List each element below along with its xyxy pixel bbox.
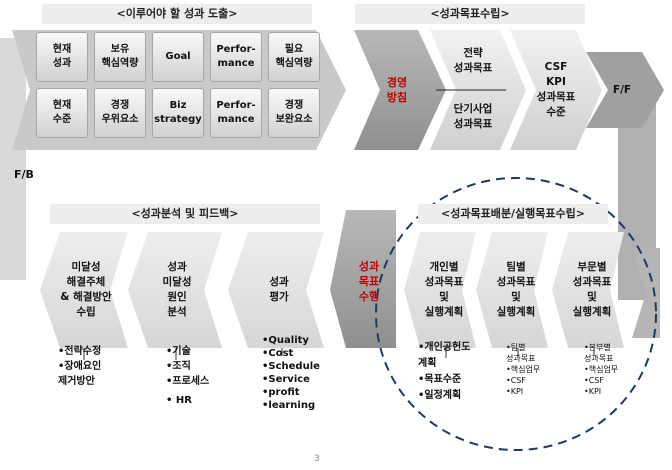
department-chevron	[552, 232, 624, 348]
grid-cell-current-level: 현재 수준	[36, 88, 88, 138]
feedforward-connector	[618, 90, 656, 300]
unmet-chevron	[40, 232, 128, 348]
team-chevron	[476, 232, 548, 348]
list-item: •Quality	[262, 335, 309, 346]
list-item: •핵심업무	[506, 365, 541, 374]
cause-chevron	[128, 232, 222, 348]
list-item: •전략수정	[58, 346, 102, 357]
team-label: 팀별 성과목표 및 실행계획	[496, 261, 536, 318]
dashed-highlight-ellipse	[375, 177, 657, 451]
evaluation-label: 성과 평가	[269, 276, 289, 303]
grid-cell-biz-strategy: Biz strategy	[152, 88, 204, 138]
list-item: •KPI	[584, 387, 602, 396]
header-analysis-feedback: <성과분석 및 피드백>	[50, 204, 320, 224]
grid-cell-goal: Goal	[152, 32, 204, 82]
unmet-bullet-list: •전략수정 •장애요인 제거방안	[58, 344, 148, 389]
header-performance-derivation: <이루어야 할 성과 도출>	[42, 4, 312, 24]
grid-cell-competitive-complement: 경쟁 보완요소	[268, 88, 320, 138]
list-item: • HR	[166, 395, 192, 406]
department-label: 부문별 성과목표 및 실행계획	[572, 261, 612, 318]
list-item: •일정계획	[418, 390, 462, 401]
feed-arrow-tip	[632, 248, 660, 338]
list-item: •목표수준	[418, 374, 462, 385]
individual-label: 개인별 성과목표 및 실행계획	[424, 261, 464, 318]
grid-cell-required-competency: 필요 핵심역량	[268, 32, 320, 82]
list-item: •조직	[166, 361, 191, 372]
list-item: •CSF	[584, 376, 604, 385]
unmet-label: 미달성 해결주체 & 해결방안 수립	[60, 261, 112, 318]
cause-bullet-list: •기술 •조직 •프로세스 • HR	[166, 344, 246, 408]
grid-cell-performance-2: Perfor- mance	[210, 88, 262, 138]
evaluation-chevron	[228, 232, 324, 348]
list-item: •본부별 성과목표	[584, 343, 614, 363]
goal-exec-chevron	[330, 210, 396, 348]
individual-chevron	[404, 232, 476, 348]
list-item: •Service	[262, 374, 310, 385]
header-goal-allocation: <성과목표배분/실행목표수립>	[418, 204, 608, 224]
fb-label: F/B	[14, 168, 34, 181]
ff-chevron	[586, 52, 664, 128]
list-item: •Schedule	[262, 361, 320, 372]
list-item: •장애요인 제거방안	[58, 361, 102, 387]
list-item: •개인공헌도 계획	[418, 342, 471, 369]
strategy-goal-label: 전략 성과목표	[453, 47, 493, 74]
department-bullet-list: •본부별 성과목표 •핵심업무 •CSF •KPI	[584, 342, 648, 397]
unit-goal-label: 단기사업 성과목표	[453, 103, 493, 130]
header-goal-setting: <성과목표수립>	[355, 4, 585, 24]
csf-kpi-chevron	[510, 30, 602, 150]
grid-cell-competitive-advantage: 경쟁 우위요소	[94, 88, 146, 138]
management-policy-label: 경영 방침	[386, 76, 408, 104]
ff-label: F/F	[612, 83, 632, 96]
list-item: •기술	[166, 346, 191, 357]
grid-cell-current-performance: 현재 성과	[36, 32, 88, 82]
list-item: •Cost	[262, 348, 294, 359]
list-item: •KPI	[506, 387, 524, 396]
goal-exec-label: 성과 목표 수행	[358, 259, 380, 303]
csf-kpi-label: CSF KPI 성과목표 수준	[536, 61, 576, 118]
feedback-connector	[0, 38, 26, 280]
list-item: •핵심업무	[584, 365, 619, 374]
team-bullet-list: •팀별 성과목표 •핵심업무 •CSF •KPI	[506, 342, 566, 397]
grid-cell-core-competency: 보유 핵심역량	[94, 32, 146, 82]
list-item: •팀별 성과목표	[506, 343, 536, 363]
page-number: 3	[314, 454, 320, 464]
list-item: •learning	[262, 400, 316, 411]
individual-bullet-list: •개인공헌도 계획 •목표수준 •일정계획	[418, 340, 502, 404]
list-item: •프로세스	[166, 376, 210, 387]
list-item: •CSF	[506, 376, 526, 385]
evaluation-bullet-list: •Quality •Cost •Schedule •Service •profi…	[262, 334, 342, 412]
grid-cell-performance-1: Perfor- mance	[210, 32, 262, 82]
management-policy-chevron	[354, 30, 446, 150]
list-item: •profit	[262, 387, 300, 398]
cause-label: 성과 미달성 원인 분석	[162, 261, 192, 318]
